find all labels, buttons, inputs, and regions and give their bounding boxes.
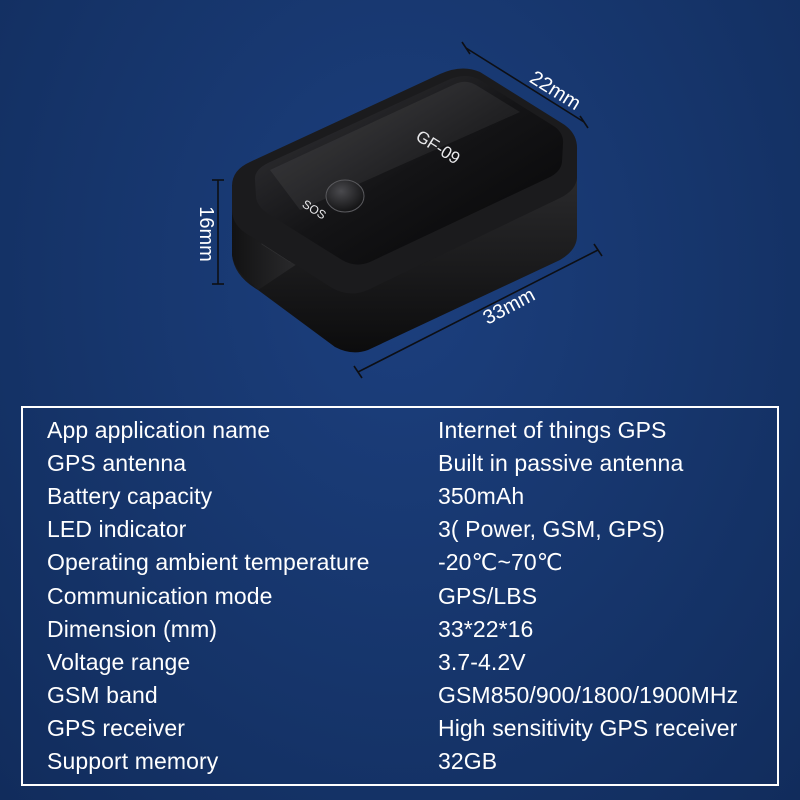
spec-value: 350mAh — [438, 483, 525, 509]
dimension-height-label: 16mm — [195, 206, 217, 262]
spec-label: Communication mode — [47, 583, 273, 609]
product-illustration: GF-09 SOS 22mm 16mm 33mm — [195, 41, 603, 379]
spec-value: GSM850/900/1800/1900MHz — [438, 682, 739, 708]
spec-label: Voltage range — [47, 649, 191, 675]
spec-value: Built in passive antenna — [438, 450, 684, 476]
spec-label: GPS antenna — [47, 450, 187, 476]
gps-tracker-image: GF-09 SOS 22mm 16mm 33mm — [195, 41, 603, 379]
spec-row: GPS receiver High sensitivity GPS receiv… — [23, 712, 777, 745]
spec-label: Operating ambient temperature — [47, 549, 370, 575]
spec-label: Support memory — [47, 748, 219, 774]
spec-value: 32GB — [438, 748, 498, 774]
specifications-table: App application name Internet of things … — [21, 406, 779, 786]
sos-button-icon — [325, 179, 365, 213]
spec-value: 33*22*16 — [438, 616, 534, 642]
spec-value: 3( Power, GSM, GPS) — [438, 516, 665, 542]
spec-row: Battery capacity 350mAh — [23, 480, 777, 513]
spec-row: GPS antenna Built in passive antenna — [23, 447, 777, 480]
device-body — [232, 68, 578, 353]
spec-value: High sensitivity GPS receiver — [438, 715, 738, 741]
spec-row: Voltage range 3.7-4.2V — [23, 646, 777, 679]
spec-row: App application name Internet of things … — [23, 414, 777, 447]
spec-row: Support memory 32GB — [23, 745, 777, 778]
spec-value: -20℃~70℃ — [438, 549, 563, 575]
spec-label: App application name — [47, 417, 271, 443]
spec-row: GSM band GSM850/900/1800/1900MHz — [23, 679, 777, 712]
spec-row: Operating ambient temperature -20℃~70℃ — [23, 546, 777, 579]
spec-value: Internet of things GPS — [438, 417, 667, 443]
spec-row: LED indicator 3( Power, GSM, GPS) — [23, 513, 777, 546]
spec-value: GPS/LBS — [438, 583, 538, 609]
spec-label: Dimension (mm) — [47, 616, 218, 642]
spec-value: 3.7-4.2V — [438, 649, 526, 675]
spec-label: Battery capacity — [47, 483, 213, 509]
spec-row: Communication mode GPS/LBS — [23, 580, 777, 613]
spec-row: Dimension (mm) 33*22*16 — [23, 613, 777, 646]
dimension-lines — [212, 41, 603, 379]
spec-label: LED indicator — [47, 516, 187, 542]
spec-label: GPS receiver — [47, 715, 185, 741]
spec-label: GSM band — [47, 682, 158, 708]
